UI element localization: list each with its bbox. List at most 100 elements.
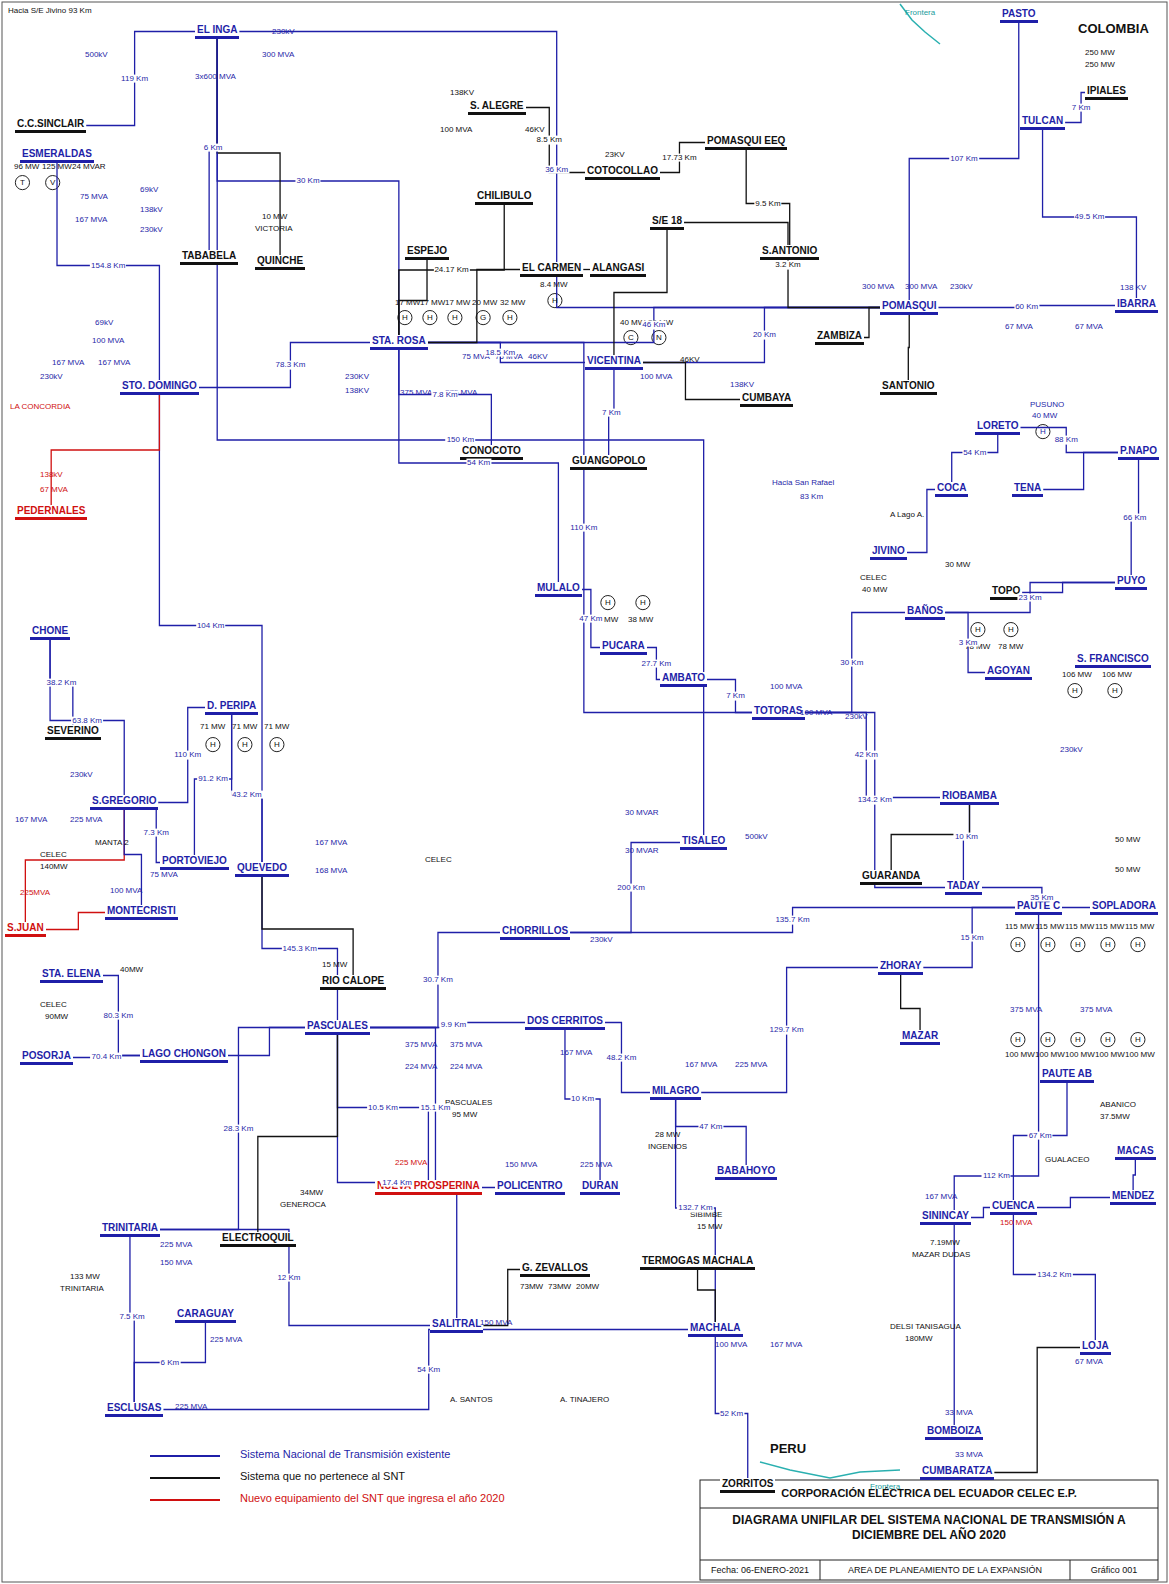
line-length: 132.7 Km [677,1204,713,1213]
substation-bus: PAUTE AB [1040,1068,1094,1083]
annotation-text: 69kV [95,318,113,327]
line-length: 47 Km [698,1122,723,1131]
legend-entry: Nuevo equipamiento del SNT que ingresa e… [240,1492,505,1504]
annotation-text: CELEC [40,850,67,859]
transmission-line [370,1028,495,1188]
annotation-text: PASCUALES [445,1098,492,1107]
annotation-text: 230kV [1060,745,1083,754]
generator-symbol [1068,684,1082,698]
substation-name: D. PERIPA [207,700,256,712]
line-length: 80.3 Km [102,1011,134,1020]
annotation-text: 46KV [680,355,700,364]
substation-name: CUMBARATZA [922,1465,992,1477]
generator-symbol-letter: H [1015,1035,1021,1044]
transmission-line [864,308,880,338]
transmission-line [86,32,195,126]
generator-symbol [270,738,284,752]
annotation-text: 167 MVA [52,358,84,367]
substation-bus: IPIALES [1085,85,1128,100]
substation-bus: TOPO [990,585,1022,600]
substation-bus: PAUTE C [1015,900,1062,915]
transmission-line [570,843,680,933]
generator-symbol [1004,623,1018,637]
transmission-line [232,715,262,862]
annotation-text: LA CONCORDIA [10,402,70,411]
substation-name: S.GREGORIO [92,795,156,807]
substation-bus: SININCAY [920,1210,971,1225]
annotation-text: 75 MVA [462,352,490,361]
substation-bus: SOPLADORA [1090,900,1158,915]
annotation-text: CELEC [860,573,887,582]
line-length: 49.5 Km [1074,213,1106,222]
substation-name: DOS CERRITOS [527,1015,603,1027]
substation-name: TISALEO [682,835,725,847]
transmission-line [907,490,935,553]
annotation-text: 225MVA [20,888,50,897]
generator-symbol-letter: H [1015,940,1021,949]
substation-bus: ZAMBIZA [815,330,864,345]
annotation-text: 71 MW [232,722,257,731]
transmission-line [194,715,231,855]
substation-bus: TADAY [945,880,982,895]
line-length: 15.1 Km [420,1103,452,1112]
annotation-text: 67 MVA [1005,322,1033,331]
substation-bus: AGOYAN [985,665,1032,680]
line-length: 66 Km [1122,513,1147,522]
substation-name: PORTOVIEJO [162,855,227,867]
line-length: 7 Km [1071,103,1092,112]
generator-symbol-letter: H [452,313,458,322]
substation-bus: ZORRITOS [720,1478,775,1493]
substation-name: ESPEJO [407,245,447,257]
substation-bus: EL CARMEN [520,262,583,277]
substation-bus: RIO CALOPE [320,975,386,990]
annotation-text: 32 MW [500,298,525,307]
substation-bus: P.NAPO [1118,445,1159,460]
substation-bus: DURAN [580,1180,620,1195]
annotation-text: Hacia San Rafael [772,478,834,487]
line-length: 135.7 Km [774,916,810,925]
line-length: 30 Km [839,658,864,667]
substation-bus: TOTORAS [752,705,805,720]
transmission-line [399,260,427,335]
annotation-text: 225 MVA [210,1335,242,1344]
transmission-line [923,908,1015,968]
annotation-text: 125 MW [42,162,72,171]
annotation-text: 67 MVA [1075,322,1103,331]
substation-name: LOJA [1082,1340,1109,1352]
legend-line [150,1477,220,1479]
transmission-line [1013,1215,1095,1340]
line-length: 134.2 Km [857,796,893,805]
substation-bus: CUENCA [990,1200,1037,1215]
substation-name: PASCUALES [307,1020,368,1032]
transmission-line [1037,1198,1110,1208]
annotation-text: 71 MW [264,722,289,731]
annotation-text: 138KV [730,380,754,389]
substation-name: SANTONIO [882,380,935,392]
substation-bus: BOMBOIZA [925,1425,983,1440]
annotation-text: 230kV [140,225,163,234]
substation-bus: CONOCOTO [460,445,523,460]
line-length: 7.3 Km [143,828,170,837]
annotation-text: 8.4 MW [540,280,568,289]
generator-symbol-letter: H [242,740,248,749]
transmission-line [103,976,140,1056]
substation-name: POMASQUI [882,300,936,312]
annotation-text: 500kV [85,50,108,59]
annotation-text: 150 MVA [1000,1218,1032,1227]
annotation-text: 167 MVA [770,1340,802,1349]
line-length: 154.8 Km [90,261,126,270]
annotation-text: 100 MVA [715,1340,747,1349]
transmission-line [954,915,1038,1425]
annotation-text: 17 MW [395,298,420,307]
annotation-text: 46KV [525,125,545,134]
transmission-line [609,370,614,455]
transmission-line [605,1023,650,1093]
generator-symbol [398,311,412,325]
annotation-text: 180MW [905,1334,933,1343]
substation-name: NUEVA PROSPERINA [377,1180,480,1192]
transmission-line [908,315,910,380]
substation-bus: S/E 18 [650,215,684,230]
line-length: 8.5 Km [536,136,563,145]
generator-symbol [476,311,490,325]
substation-bus: JIVINO [870,545,907,560]
